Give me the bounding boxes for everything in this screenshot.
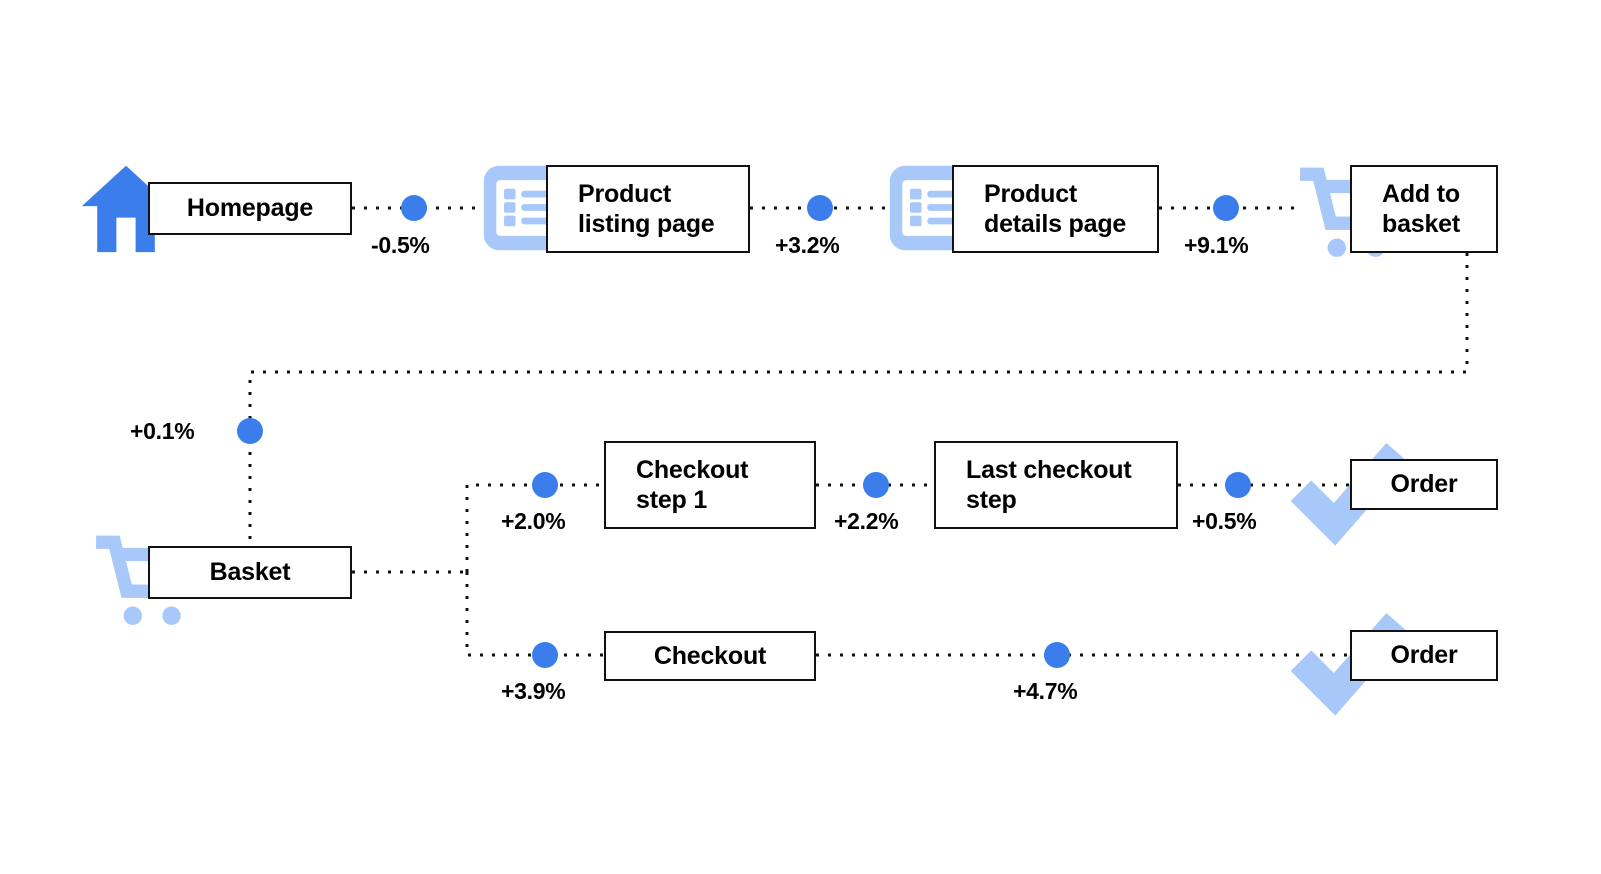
- metric-dot-m6[interactable]: [863, 472, 889, 498]
- node-label-checkoutstep1: Checkout step 1: [636, 455, 749, 515]
- metric-dot-m2[interactable]: [807, 195, 833, 221]
- node-label-lastcheckout: Last checkout step: [966, 455, 1132, 515]
- node-homepage[interactable]: Homepage: [148, 182, 352, 235]
- metric-dot-m3[interactable]: [1213, 195, 1239, 221]
- metric-value-m8: +3.9%: [501, 678, 566, 704]
- node-basket[interactable]: Basket: [148, 546, 352, 599]
- metric-value-m4: +0.1%: [130, 418, 195, 444]
- node-lastcheckout[interactable]: Last checkout step: [934, 441, 1178, 529]
- node-label-homepage: Homepage: [186, 194, 314, 223]
- node-label-pdp: Product details page: [984, 179, 1127, 239]
- metric-dot-m9[interactable]: [1044, 642, 1070, 668]
- node-order-bottom[interactable]: Order: [1350, 630, 1498, 681]
- node-label-plp: Product listing page: [578, 179, 715, 239]
- metric-value-m6: +2.2%: [834, 508, 899, 534]
- connector-split-to-checkout: [465, 572, 604, 657]
- metric-dot-m8[interactable]: [532, 642, 558, 668]
- node-checkoutstep1[interactable]: Checkout step 1: [604, 441, 816, 529]
- metric-value-m5: +2.0%: [501, 508, 566, 534]
- metric-dot-m7[interactable]: [1225, 472, 1251, 498]
- node-checkout[interactable]: Checkout: [604, 631, 816, 681]
- node-order-top[interactable]: Order: [1350, 459, 1498, 510]
- node-label-checkout: Checkout: [653, 641, 767, 670]
- node-label-basket: Basket: [209, 558, 291, 587]
- metric-dot-m4[interactable]: [237, 418, 263, 444]
- metric-value-m2: +3.2%: [775, 232, 840, 258]
- node-label-order-top: Order: [1390, 470, 1458, 499]
- node-pdp[interactable]: Product details page: [952, 165, 1159, 253]
- node-addtobasket[interactable]: Add to basket: [1350, 165, 1498, 253]
- node-plp[interactable]: Product listing page: [546, 165, 750, 253]
- metric-value-m7: +0.5%: [1192, 508, 1257, 534]
- metric-dot-m1[interactable]: [401, 195, 427, 221]
- metric-value-m3: +9.1%: [1184, 232, 1249, 258]
- node-label-order-bottom: Order: [1390, 641, 1458, 670]
- metric-value-m1: -0.5%: [371, 232, 430, 258]
- node-label-addtobasket: Add to basket: [1382, 179, 1461, 239]
- connector-addtobasket-to-basket: [248, 253, 1469, 546]
- metric-value-m9: +4.7%: [1013, 678, 1078, 704]
- metric-dot-m5[interactable]: [532, 472, 558, 498]
